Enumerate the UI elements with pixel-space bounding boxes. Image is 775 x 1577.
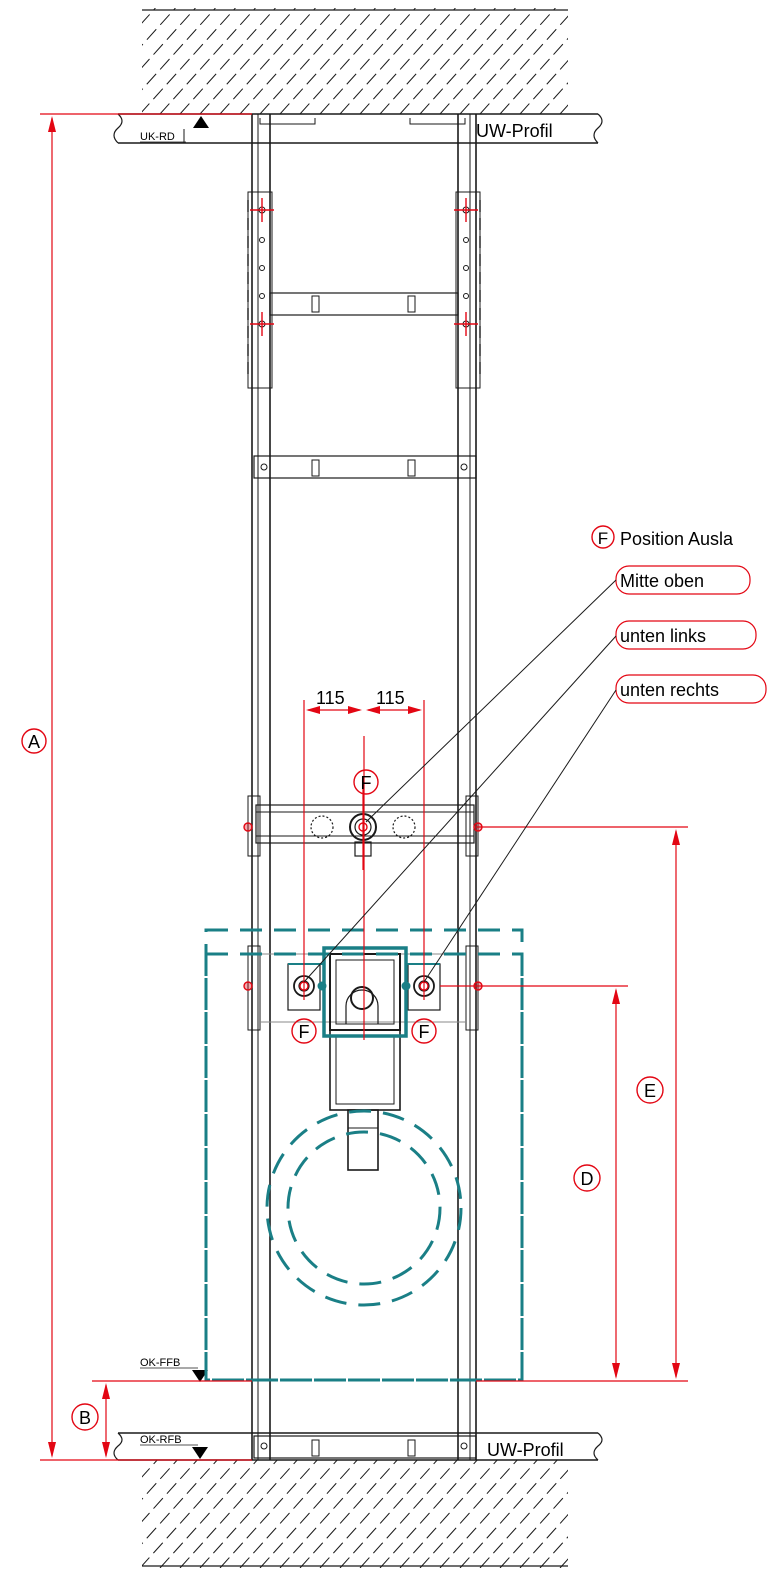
hatch-line bbox=[359, 1460, 458, 1568]
hatch-line bbox=[142, 1460, 238, 1567]
hatch-line bbox=[239, 1460, 338, 1568]
legend-item-unten-links: unten links bbox=[620, 626, 706, 646]
hatch-line bbox=[399, 1460, 498, 1568]
dimension-lines bbox=[40, 113, 688, 1461]
hatch-line bbox=[600, 1460, 697, 1568]
hatch-line bbox=[640, 1460, 737, 1568]
top-uw-profile: UK-RD UW-Profil bbox=[113, 113, 603, 144]
mounting-frame bbox=[247, 114, 481, 1460]
marker-e: E bbox=[636, 1076, 664, 1104]
hatch-line bbox=[142, 8, 156, 24]
hatch-line bbox=[259, 8, 356, 114]
hatch-line bbox=[600, 8, 695, 114]
hatch-line bbox=[640, 8, 735, 114]
hatch-line bbox=[479, 1469, 568, 1568]
hatch-line bbox=[142, 1460, 158, 1478]
hatch-line bbox=[580, 1460, 677, 1568]
hatch-line bbox=[580, 8, 675, 114]
svg-text:F: F bbox=[419, 1022, 430, 1042]
hatch-line bbox=[299, 8, 396, 114]
ok-rfb-label: OK-RFB bbox=[140, 1434, 182, 1446]
ceiling-hatch bbox=[142, 8, 735, 114]
hatch-line bbox=[142, 8, 196, 69]
hatch-line bbox=[159, 1460, 258, 1568]
hatch-line bbox=[142, 8, 236, 113]
hatch-line bbox=[439, 1460, 538, 1568]
svg-text:D: D bbox=[581, 1169, 594, 1189]
hatch-line bbox=[339, 1460, 438, 1568]
legend-item-unten-rechts: unten rechts bbox=[620, 680, 719, 700]
hatch-line bbox=[559, 104, 568, 114]
svg-text:F: F bbox=[361, 773, 372, 793]
marker-b: B bbox=[71, 1403, 99, 1431]
ok-rfb-level-marker bbox=[192, 1447, 208, 1459]
bottom-profile-label: UW-Profil bbox=[487, 1440, 564, 1460]
bottom-uw-profile: OK-RFB UW-Profil bbox=[113, 1432, 603, 1461]
hatch-line bbox=[199, 1460, 298, 1568]
left-spacing-value: 115 bbox=[316, 688, 345, 708]
hatch-line bbox=[459, 1460, 558, 1568]
hatch-line bbox=[419, 8, 516, 114]
hatch-line bbox=[279, 1460, 378, 1568]
hatch-line bbox=[179, 8, 276, 114]
hatch-line bbox=[379, 8, 476, 114]
hatch-line bbox=[142, 1460, 198, 1523]
hatch-line bbox=[142, 8, 216, 91]
hatch-line bbox=[142, 1460, 178, 1500]
svg-text:E: E bbox=[644, 1081, 656, 1101]
hatch-line bbox=[559, 1558, 568, 1568]
hatch-line bbox=[239, 8, 336, 114]
hatch-line bbox=[439, 8, 536, 114]
uk-rd-label: UK-RD bbox=[140, 131, 175, 143]
hatch-line bbox=[142, 8, 176, 46]
hatch-line bbox=[519, 59, 568, 114]
hatch-line bbox=[399, 8, 496, 114]
hatch-line bbox=[539, 82, 568, 114]
hatch-line bbox=[159, 8, 256, 114]
marker-f-right: F bbox=[411, 1018, 437, 1044]
svg-text:A: A bbox=[28, 732, 40, 752]
ok-ffb-level: OK-FFB bbox=[140, 1357, 208, 1382]
right-spacing-value: 115 bbox=[376, 688, 405, 708]
hatch-line bbox=[142, 1460, 218, 1545]
ok-ffb-label: OK-FFB bbox=[140, 1357, 180, 1369]
outlet-position-legend: F Position Ausla Mitte oben unten links … bbox=[303, 525, 767, 983]
ok-ffb-level-marker bbox=[192, 1370, 208, 1382]
svg-text:F: F bbox=[299, 1022, 310, 1042]
hatch-line bbox=[359, 8, 456, 114]
uk-rd-level-marker bbox=[193, 116, 209, 128]
hatch-line bbox=[499, 1491, 568, 1568]
hatch-line bbox=[179, 1460, 278, 1568]
hatch-line bbox=[259, 1460, 358, 1568]
hatch-line bbox=[299, 1460, 398, 1568]
hatch-line bbox=[339, 8, 436, 114]
hatch-line bbox=[620, 8, 715, 114]
hatch-line bbox=[499, 37, 568, 114]
hatch-line bbox=[319, 1460, 418, 1568]
legend-title: Position Ausla bbox=[620, 529, 734, 549]
red-connection-marks bbox=[243, 198, 483, 991]
hatch-line bbox=[219, 8, 316, 114]
legend-marker: F bbox=[598, 529, 608, 548]
top-profile-label: UW-Profil bbox=[476, 121, 553, 141]
hatch-line bbox=[319, 8, 416, 114]
marker-d: D bbox=[573, 1164, 601, 1192]
marker-f-top: F bbox=[353, 769, 379, 795]
svg-text:B: B bbox=[79, 1408, 91, 1428]
hatch-line bbox=[279, 8, 376, 114]
floor-hatch bbox=[142, 1460, 737, 1568]
hatch-line bbox=[459, 8, 556, 114]
hatch-line bbox=[539, 1536, 568, 1568]
marker-a: A bbox=[21, 728, 47, 754]
hatch-line bbox=[479, 15, 568, 114]
hatch-line bbox=[199, 8, 296, 114]
hatch-line bbox=[419, 1460, 518, 1568]
marker-f-left: F bbox=[291, 1018, 317, 1044]
hatch-line bbox=[620, 1460, 717, 1568]
hatch-line bbox=[219, 1460, 318, 1568]
legend-item-mitte-oben: Mitte oben bbox=[620, 571, 704, 591]
hatch-line bbox=[379, 1460, 478, 1568]
hatch-line bbox=[519, 1513, 568, 1568]
